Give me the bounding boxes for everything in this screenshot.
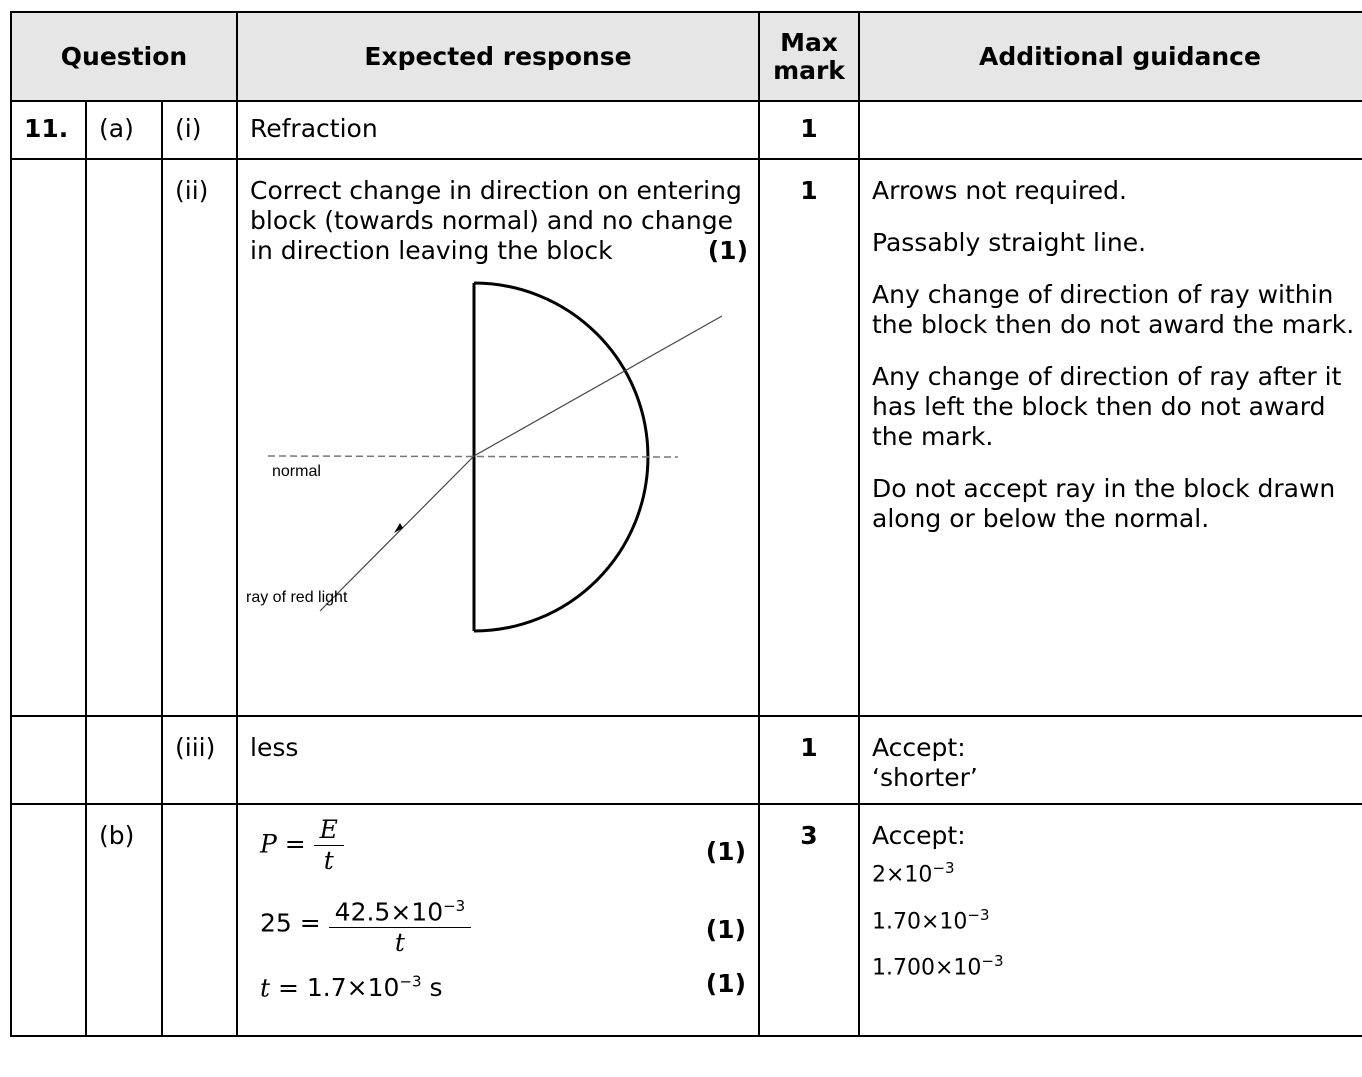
guidance-item: Any change of direction of ray after it … bbox=[872, 362, 1342, 451]
header-additional-guidance: Additional guidance bbox=[858, 11, 1362, 102]
table-row: (b) P = E t (1) 25 = 42.5×10−3 t bbox=[10, 803, 1362, 1037]
equation-fraction: E t bbox=[313, 815, 344, 876]
normal-label: normal bbox=[272, 463, 321, 480]
guidance: Arrows not required. Passably straight l… bbox=[860, 160, 1362, 566]
header-question: Question bbox=[10, 11, 238, 102]
max-mark: 1 bbox=[800, 176, 818, 205]
question-part: (b) bbox=[99, 821, 135, 850]
header-row: Question Expected response Max mark Addi… bbox=[10, 11, 1362, 102]
question-number: 11. bbox=[24, 114, 69, 143]
table-row: 11. (a) (i) Refraction 1 bbox=[10, 100, 1362, 160]
equation-mark: (1) bbox=[705, 837, 746, 866]
equation-lhs: 25 = bbox=[260, 908, 321, 938]
guidance-item: ‘shorter’ bbox=[872, 763, 978, 792]
max-mark: 3 bbox=[800, 821, 818, 850]
header-max-mark: Max mark bbox=[758, 11, 860, 102]
max-mark: 1 bbox=[800, 733, 818, 762]
guidance: Accept: ‘shorter’ bbox=[860, 717, 1362, 803]
table-row: (ii) Correct change in direction on ente… bbox=[10, 158, 1362, 717]
expected-response: less bbox=[250, 733, 299, 762]
question-part: (a) bbox=[99, 114, 134, 143]
normal-line bbox=[267, 455, 679, 458]
guidance: Accept: 2×10−3 1.70×10−3 1.700×10−3 bbox=[860, 805, 1362, 995]
guidance-item: Any change of direction of ray within th… bbox=[872, 280, 1355, 339]
fraction-numerator: 42.5×10−3 bbox=[328, 891, 472, 929]
equation-line: t = 1.7×10−3 s (1) bbox=[260, 967, 748, 1007]
response-mark: (1) bbox=[707, 236, 748, 265]
equation-lhs: t = bbox=[260, 973, 299, 1003]
question-subpart bbox=[163, 805, 236, 831]
incident-ray bbox=[319, 455, 475, 612]
question-subpart: (iii) bbox=[175, 733, 216, 762]
guidance-item: Do not accept ray in the block drawn alo… bbox=[872, 474, 1336, 533]
fraction-denominator: t bbox=[394, 928, 405, 958]
marking-table: Question Expected response Max mark Addi… bbox=[10, 11, 1362, 1037]
equation-mark: (1) bbox=[705, 915, 746, 944]
max-mark: 1 bbox=[800, 114, 818, 143]
expected-response: Refraction bbox=[250, 114, 378, 143]
fraction-numerator: E bbox=[313, 815, 344, 846]
guidance-value: 2×10−3 bbox=[872, 859, 955, 888]
guidance-item: Arrows not required. bbox=[872, 176, 1127, 205]
ray-label: ray of red light bbox=[246, 589, 348, 606]
guidance-title: Accept: bbox=[872, 821, 966, 850]
table-row: (iii) less 1 Accept: ‘shorter’ bbox=[10, 715, 1362, 805]
expected-response: P = E t (1) 25 = 42.5×10−3 t (1) bbox=[238, 805, 758, 1017]
guidance-item: Passably straight line. bbox=[872, 228, 1147, 257]
fraction-denominator: t bbox=[323, 846, 334, 875]
question-subpart: (ii) bbox=[175, 176, 209, 205]
question-subpart: (i) bbox=[175, 114, 202, 143]
equation-value: 1.7×10−3 s bbox=[306, 973, 443, 1003]
guidance bbox=[860, 102, 1362, 128]
equation-lhs: P = bbox=[260, 829, 306, 859]
header-expected-response: Expected response bbox=[236, 11, 760, 102]
equation-fraction: 42.5×10−3 t bbox=[328, 891, 472, 958]
refracted-ray bbox=[473, 315, 723, 457]
ray-arrow-icon bbox=[394, 523, 403, 533]
expected-response: Correct change in direction on entering … bbox=[238, 160, 758, 276]
equation-line: 25 = 42.5×10−3 t (1) bbox=[260, 891, 748, 967]
equation-mark: (1) bbox=[705, 969, 746, 998]
refraction-diagram: normal ray of red light bbox=[246, 281, 723, 633]
guidance-item: Accept: bbox=[872, 733, 966, 762]
equation-line: P = E t (1) bbox=[260, 815, 748, 891]
guidance-value: 1.70×10−3 bbox=[872, 906, 990, 935]
guidance-value: 1.700×10−3 bbox=[872, 951, 1004, 980]
response-text: Correct change in direction on entering … bbox=[250, 176, 742, 265]
